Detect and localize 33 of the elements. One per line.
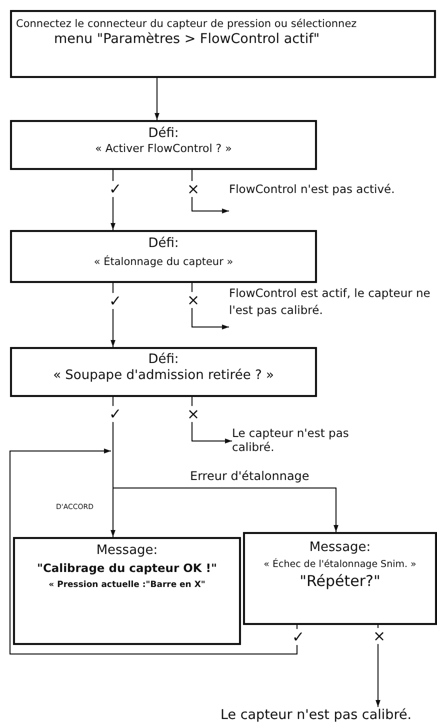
outcome-text: FlowControl est actif, le capteur ne l'est pas calibré. xyxy=(229,285,432,318)
decision-box xyxy=(10,230,317,283)
outcome-text: FlowControl n'est pas activé. xyxy=(229,182,396,196)
arrow xyxy=(154,78,160,120)
box-text: "Répéter?" xyxy=(298,572,382,591)
box-heading: Message: xyxy=(308,540,372,556)
arrow xyxy=(110,282,116,348)
box-heading: Défi: xyxy=(147,126,180,142)
box-heading: Défi: xyxy=(147,352,180,368)
arrow xyxy=(10,448,298,654)
box-heading: Connectez le connecteur du capteur de pression ou sélectionnez xyxy=(16,18,358,32)
box-text: « Soupape d'admission retirée ? » xyxy=(52,368,275,384)
message-box xyxy=(13,537,241,645)
process-box xyxy=(10,10,436,78)
box-text: "Calibrage du capteur OK !" xyxy=(36,561,218,576)
box-text: « Échec de l'étalonnage Snim. » xyxy=(262,559,418,572)
box-text: « Pression actuelle :"Barre en X" xyxy=(48,580,206,590)
arrow xyxy=(192,396,232,444)
edge-label: Erreur d'étalonnage xyxy=(190,469,310,483)
arrow xyxy=(192,282,230,330)
box-text: « Étalonnage du capteur » xyxy=(92,256,234,270)
box-heading: Défi: xyxy=(147,236,180,252)
arrow xyxy=(192,170,230,214)
message-box xyxy=(243,532,437,625)
outcome-text: Le capteur n'est pas calibré. xyxy=(219,707,413,724)
box-heading: Message: xyxy=(95,543,159,560)
arrow xyxy=(110,170,116,230)
decision-box xyxy=(10,120,317,170)
arrow xyxy=(376,624,380,708)
decision-box xyxy=(10,347,317,397)
box-text: menu "Paramètres > FlowControl actif" xyxy=(53,31,321,48)
outcome-text: Le capteur n'est pas calibré. xyxy=(232,426,350,455)
box-text: « Activer FlowControl ? » xyxy=(94,142,233,156)
